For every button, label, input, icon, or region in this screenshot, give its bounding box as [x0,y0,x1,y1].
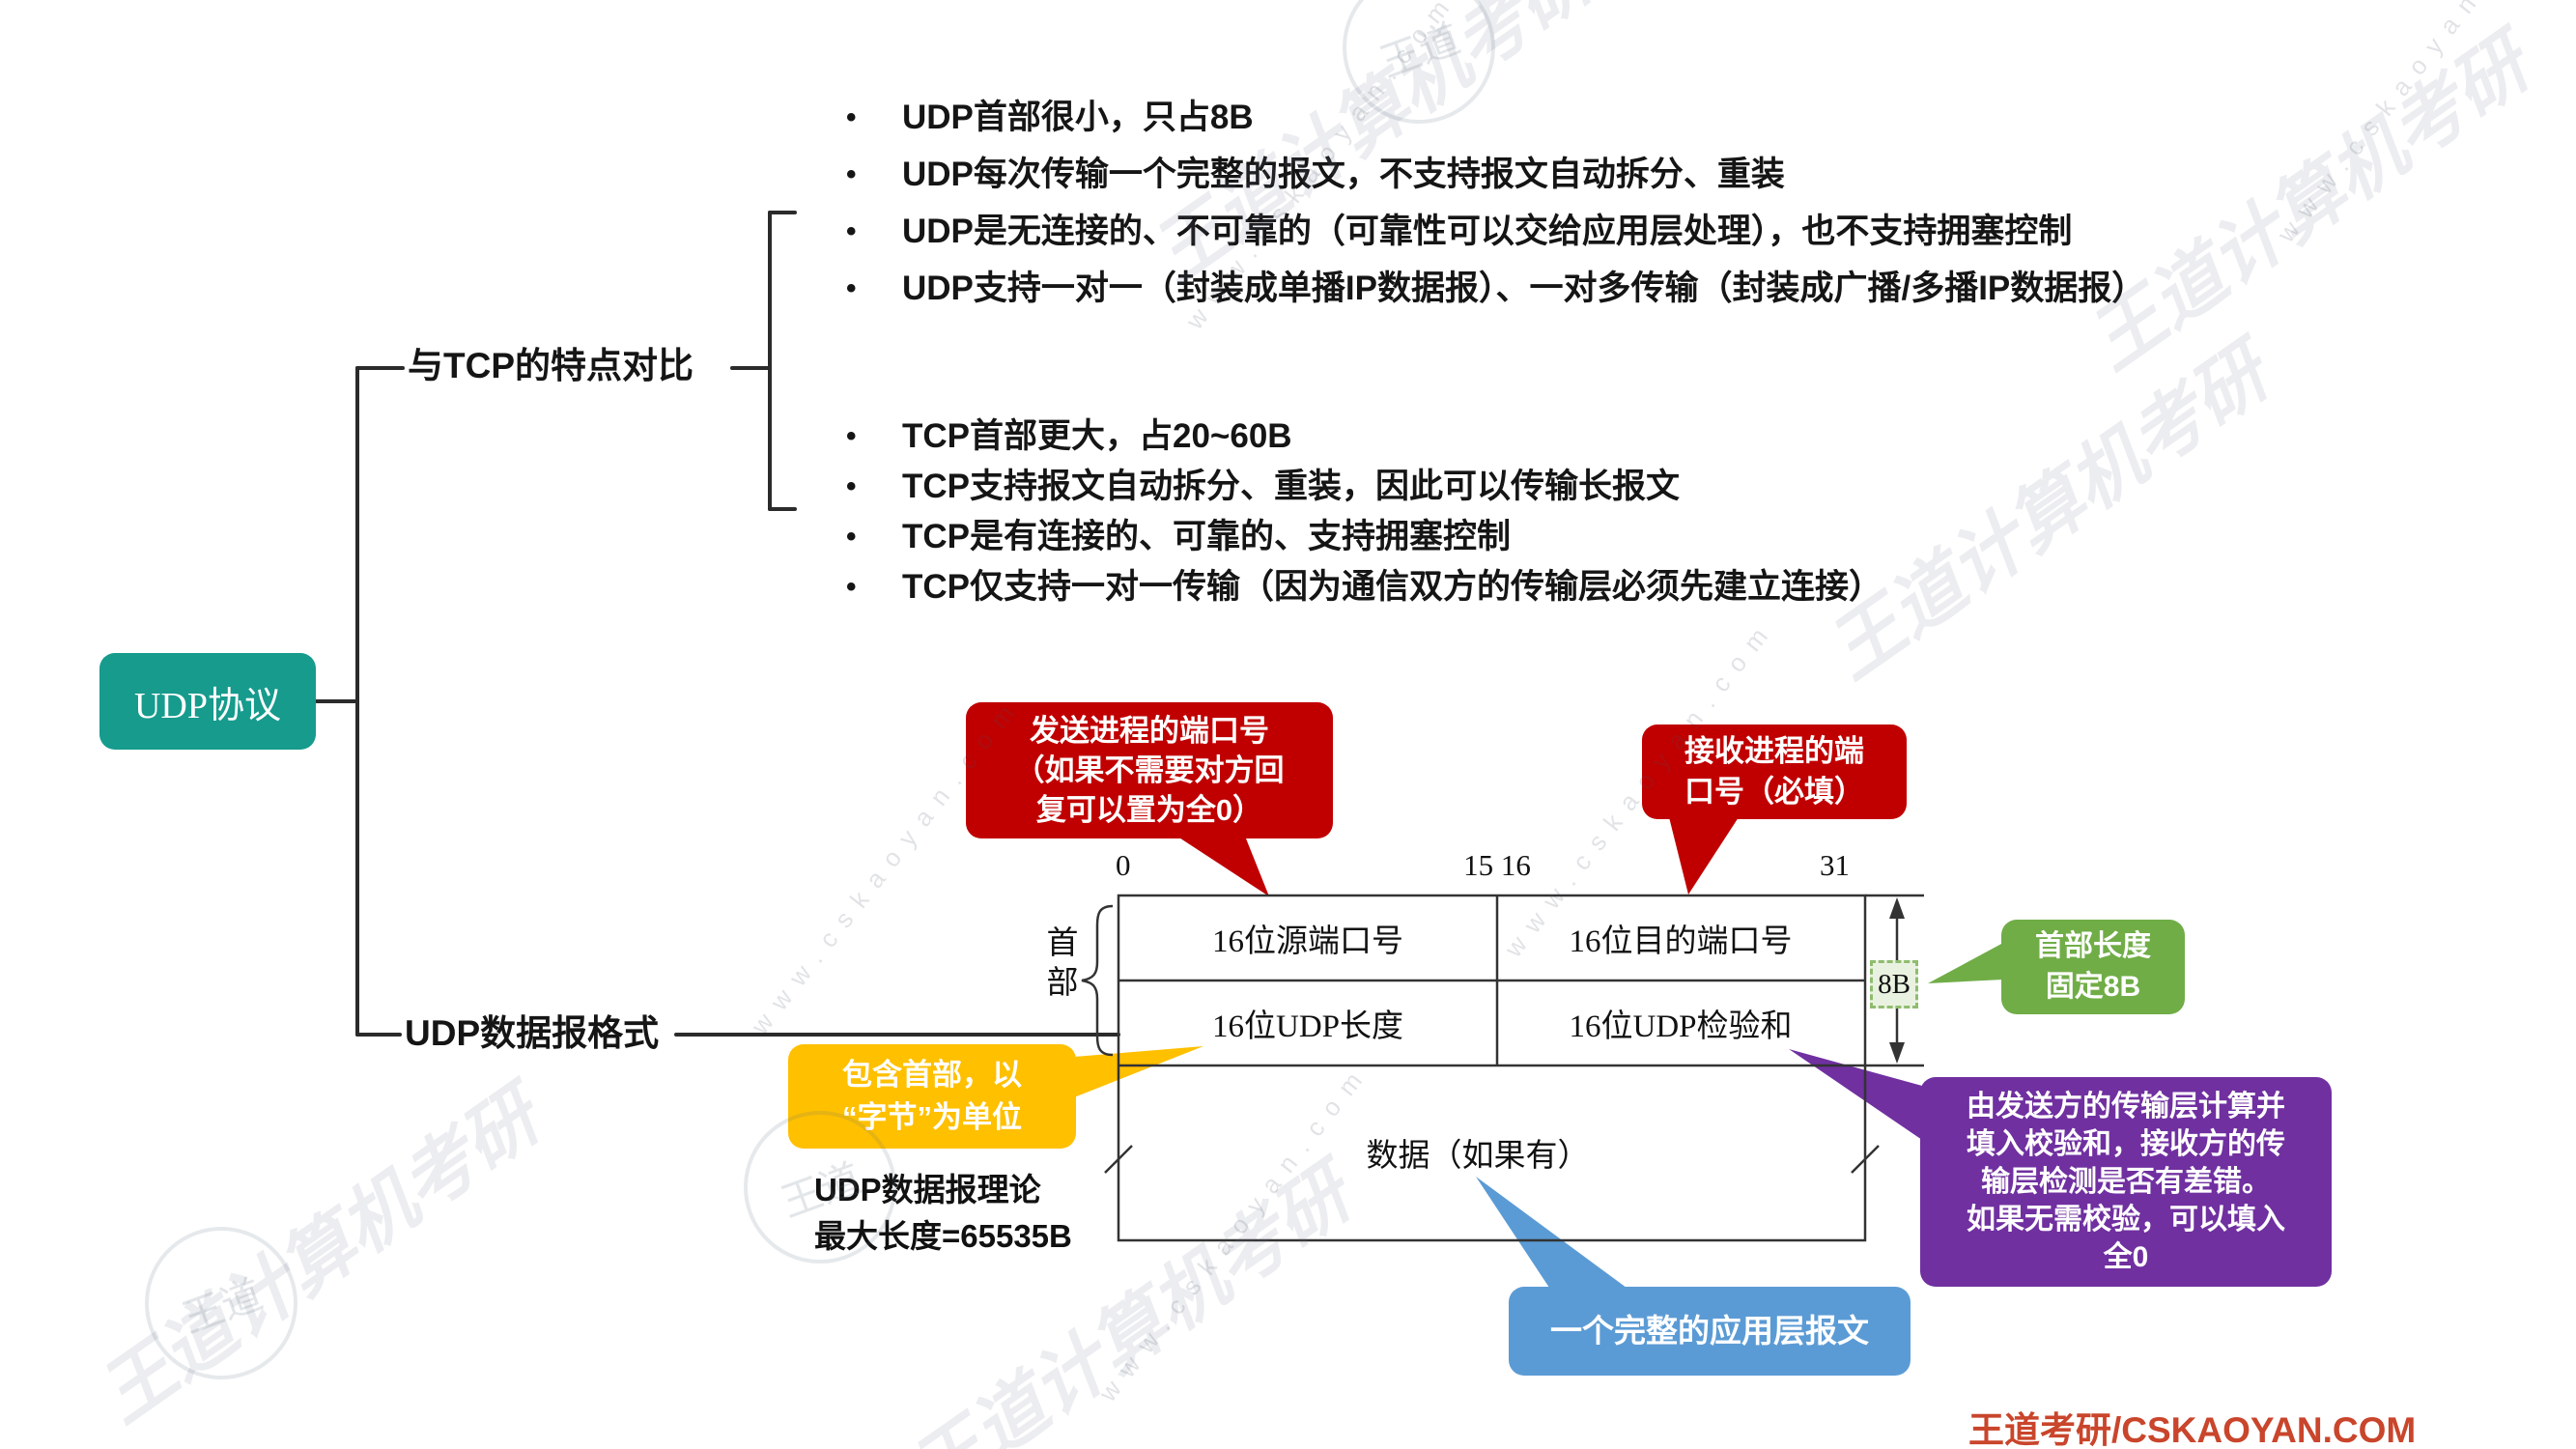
tcp-point: TCP是有连接的、可靠的、支持拥塞控制 [842,512,1882,562]
callout-tails [1074,817,2003,1291]
udp-point: UDP每次传输一个完整的报文，不支持报文自动拆分、重装 [842,146,2145,203]
cell-data-field: 数据（如果有） [1366,1139,1590,1174]
header-len-callout: 首部长度 固定8B [2001,920,2185,1014]
data-callout: 一个完整的应用层报文 [1509,1287,1911,1376]
max-length-note: UDP数据报理论 最大长度=65535B [814,1172,1072,1254]
length-callout-tail [1074,1046,1203,1097]
tcp-point: TCP支持报文自动拆分、重装，因此可以传输长报文 [842,462,1882,512]
udp-point: UDP首部很小，只占8B [842,89,2145,146]
root-node-udp: UDP协议 [99,653,316,750]
bit-label-31: 31 [1820,848,1850,882]
src-port-callout-tail [1166,829,1269,896]
checksum-callout: 由发送方的传输层计算并 填入校验和，接收方的传 输层检测是否有差错。 如果无需校… [1920,1077,2332,1287]
udp-point: UDP支持一对一（封装成单播IP数据报）、一对多传输（封装成广播/多播IP数据报… [842,260,2145,317]
tcp-point: TCP仅支持一对一传输（因为通信双方的传输层必须先建立连接） [842,562,1882,612]
tcp-points-list: TCP首部更大，占20~60B TCP支持报文自动拆分、重装，因此可以传输长报文… [842,412,1882,612]
src-port-callout: 发送进程的端口号 （如果不需要对方回 复可以置为全0） [966,702,1333,838]
header-len-callout-tail [1928,943,2003,983]
bit-label-0: 0 [1116,848,1131,882]
udp-point: UDP是无连接的、不可靠的（可靠性可以交给应用层处理），也不支持拥塞控制 [842,203,2145,260]
header-group-label: 首部 [1041,925,1076,1005]
header-size-label: 8B [1878,968,1911,1000]
cell-udp-checksum: 16位UDP检验和 [1569,1009,1793,1044]
branch-datagram-format: UDP数据报格式 [405,1013,660,1053]
dst-port-callout-tail [1669,817,1739,895]
mindmap-connectors [314,211,1120,1037]
cell-udp-length: 16位UDP长度 [1211,1009,1404,1044]
root-node-label: UDP协议 [133,685,282,726]
cell-source-port: 16位源端口号 [1212,924,1403,959]
datagram-table [1104,894,1880,1242]
break-mark-left [1104,1145,1133,1174]
data-callout-tail [1476,1177,1630,1291]
cell-dest-port: 16位目的端口号 [1569,924,1793,959]
length-callout: 包含首部，以 “字节”为单位 [788,1044,1076,1149]
header-size-box: 8B [1870,960,1918,1009]
break-mark-right [1851,1145,1880,1174]
dst-port-callout: 接收进程的端 口号（必填） [1642,724,1907,819]
branch-tcp-comparison: 与TCP的特点对比 [408,346,694,385]
checksum-callout-tail [1789,1049,1922,1140]
tcp-point: TCP首部更大，占20~60B [842,412,1882,462]
bit-label-15-16: 15 16 [1463,848,1531,882]
brand-text: 王道考研/CSKAOYAN.COM [1968,1410,2417,1449]
header-brace [1081,904,1114,1057]
udp-points-list: UDP首部很小，只占8B UDP每次传输一个完整的报文，不支持报文自动拆分、重装… [842,89,2145,317]
